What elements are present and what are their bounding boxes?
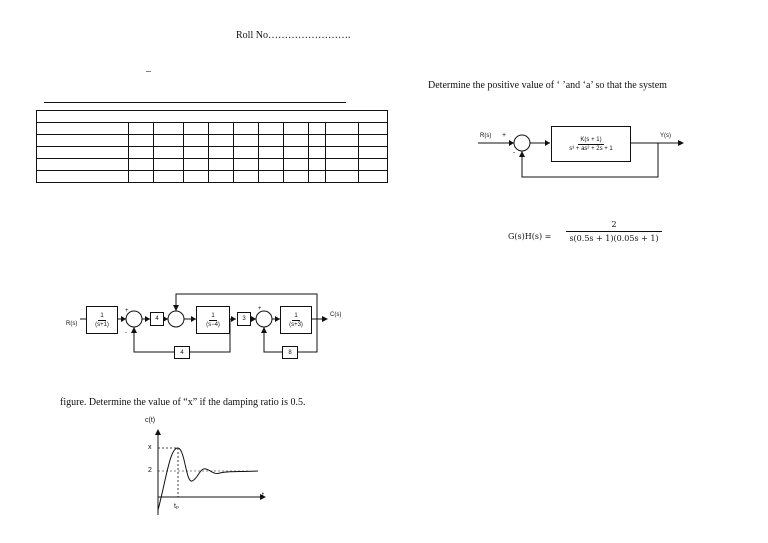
block-diagram-cascade	[80, 293, 328, 353]
gain-block-3rd-order: 1(s+3)	[280, 306, 312, 334]
tf-denominator: s³ + as² + 2s + 1	[569, 145, 613, 152]
final-value-label: 2	[148, 467, 152, 474]
table-row	[36, 158, 388, 171]
gain-block-2: 1(s−4)	[196, 306, 230, 334]
horizontal-rule	[44, 102, 346, 103]
plus-sign-b1: +	[125, 308, 129, 314]
gain-block-1: 1(s+1)	[86, 306, 118, 334]
output-label-ys: Y(s)	[660, 133, 671, 139]
gain-block-4: 4	[150, 312, 164, 326]
input-label-rs: R(s)	[480, 133, 492, 139]
peak-time-label: tₚ	[174, 503, 179, 510]
equation-denominator: s(0.5s + 1)(0.05s + 1)	[569, 234, 659, 243]
time-axis-label: t	[262, 492, 264, 499]
table-row	[36, 122, 388, 135]
step-response-sketch	[155, 429, 266, 515]
table-header-cell	[36, 110, 388, 123]
plus-sign: +	[502, 132, 507, 139]
question-damping-ratio: figure. Determine the value of “x” if th…	[60, 397, 306, 408]
table-row	[36, 134, 388, 147]
minus-sign: -	[513, 150, 516, 157]
table-row	[36, 170, 388, 183]
gain-block-3: 3	[237, 312, 251, 326]
equation-numerator: 2	[566, 220, 662, 232]
question-positive-value: Determine the positive value of ‘ ’and ‘…	[428, 80, 667, 91]
transfer-function-block: K(s + 1) s³ + as² + 2s + 1	[551, 126, 631, 162]
tf-numerator: K(s + 1)	[578, 136, 604, 145]
block-diagram-unity-feedback	[478, 134, 684, 178]
input-label-rs-b: R(s)	[66, 321, 78, 327]
feedback-block-4: 4	[174, 346, 190, 359]
table-row	[36, 146, 388, 159]
feedback-block-8: 8	[282, 346, 298, 359]
equation-lhs: G(s)H(s) =	[508, 232, 552, 241]
minus-sign-b1: -	[125, 330, 127, 336]
empty-table	[36, 110, 388, 183]
plot-ylabel: c(t)	[145, 417, 156, 424]
output-label-cs: C(s)	[330, 312, 342, 318]
peak-label: x	[148, 444, 152, 451]
equation-fraction: 2 s(0.5s + 1)(0.05s + 1)	[566, 220, 662, 243]
plus-sign-b2: +	[258, 306, 262, 312]
dash-mark: –	[146, 66, 151, 77]
roll-number-line: Roll No…………………….	[236, 30, 351, 41]
